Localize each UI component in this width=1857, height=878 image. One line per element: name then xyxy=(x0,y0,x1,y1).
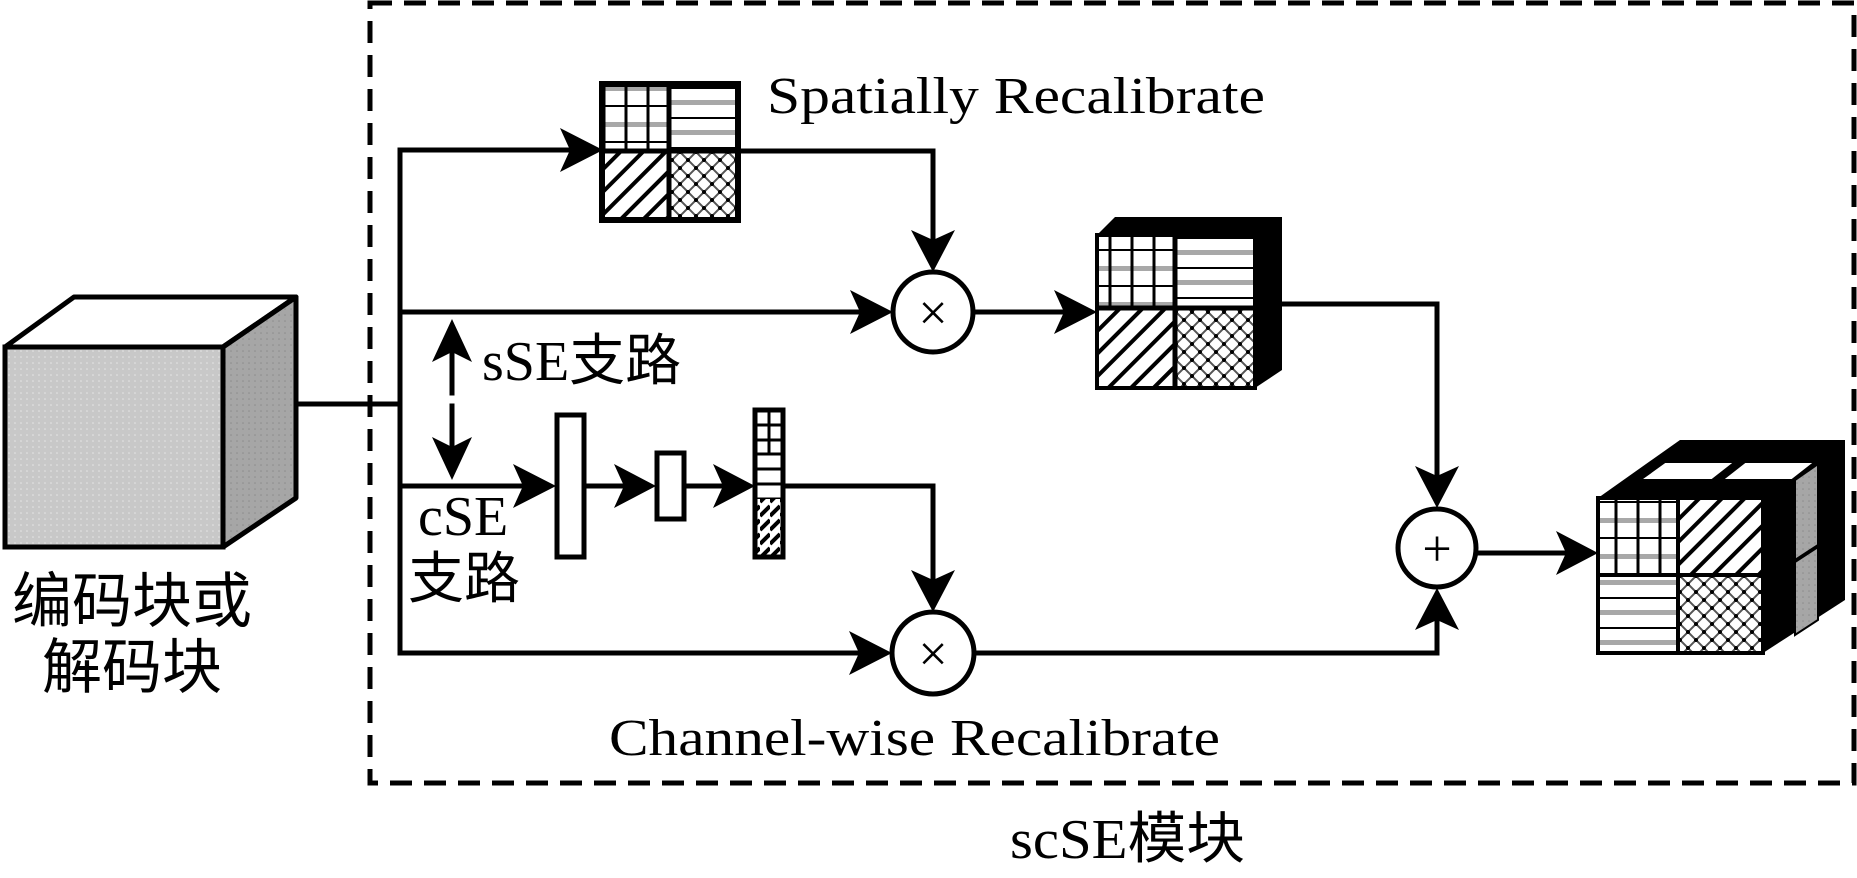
spatial-output-cube xyxy=(1095,217,1282,390)
add-symbol: + xyxy=(1422,521,1451,578)
output-cube-mid-top-right xyxy=(1719,461,1818,481)
add-operator: + xyxy=(1395,506,1479,590)
multiply-symbol: × xyxy=(918,626,947,683)
arrow-into-fc2 xyxy=(614,464,656,508)
output-block-cube xyxy=(1596,440,1845,655)
input-block-cube xyxy=(2,294,299,550)
arrow-into-channel-multiply-top xyxy=(911,570,955,612)
arrow-into-spatial-multiply-left xyxy=(850,290,893,334)
fc2-vector xyxy=(654,450,687,522)
sse-branch-label: sSE支路 xyxy=(482,331,681,393)
input-label-line2: 解码块 xyxy=(42,635,222,701)
output-cube-mid-side-top xyxy=(1794,462,1819,562)
arrow-into-output-block xyxy=(1556,531,1598,575)
arrow-into-spatial-output xyxy=(1054,290,1097,334)
spatial-map-to-multiply xyxy=(735,148,936,253)
weights-to-channel-multiply xyxy=(780,483,936,595)
channel-multiply-operator: × xyxy=(889,609,977,697)
output-cube-mid-side-bottom xyxy=(1794,545,1819,637)
channel-recalibrate-label: Channel-wise Recalibrate xyxy=(609,710,1220,767)
arrow-into-fc1 xyxy=(513,464,556,508)
arrow-into-channel-weights xyxy=(713,464,755,508)
fc1-vector xyxy=(554,412,587,560)
arrow-into-spatial-multiply xyxy=(911,230,955,272)
input-cube-front xyxy=(2,344,226,550)
input-label-line1: 编码块或 xyxy=(12,569,252,635)
spatial-recalibrate-label: Spatially Recalibrate xyxy=(767,68,1265,125)
channel-multiply-to-add xyxy=(971,607,1440,656)
multiply-symbol: × xyxy=(918,285,947,342)
output-cube-mid-top-left xyxy=(1636,461,1738,481)
scse-module-boundary xyxy=(367,0,1857,786)
spatial-multiply-operator: × xyxy=(890,269,976,355)
spatial-output-to-add xyxy=(1279,301,1440,491)
arrow-to-spatial-map xyxy=(560,128,603,172)
branch-split-double-arrow xyxy=(432,319,472,480)
arrow-into-channel-multiply-left xyxy=(849,631,892,675)
channel-weights-vector xyxy=(752,407,786,560)
module-label: scSE模块 xyxy=(1010,809,1245,871)
arrow-into-add-bottom xyxy=(1415,588,1459,630)
cse-branch-label-line2: 支路 xyxy=(408,549,520,611)
arrow-into-add-top xyxy=(1415,466,1459,508)
cse-branch-label-line1: cSE xyxy=(418,486,508,548)
spatial-feature-map xyxy=(599,81,741,223)
